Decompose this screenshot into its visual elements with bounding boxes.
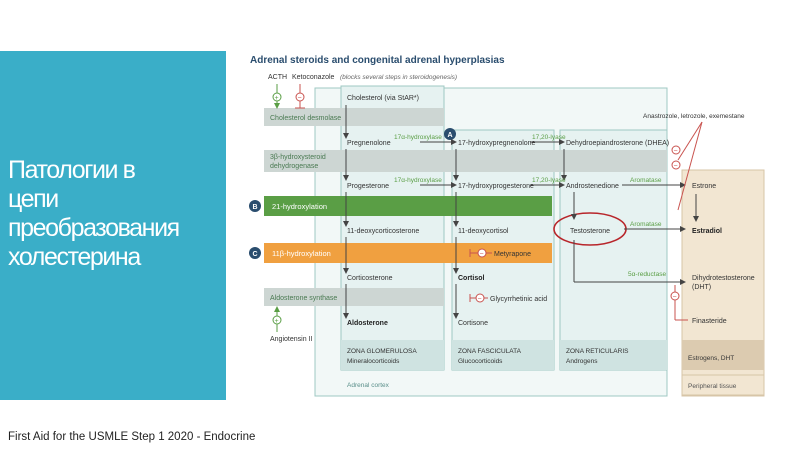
aldosterone-label: Aldosterone <box>347 320 388 327</box>
peripheral-tissue-footer <box>681 374 765 396</box>
angiotensin-plus: + <box>275 318 279 325</box>
deoxycortisol-label: 11-deoxycortisol <box>458 228 509 235</box>
androgens-label: Androgens <box>566 358 598 365</box>
estrogens-dht-label: Estrogens, DHT <box>688 355 734 362</box>
marker-a-icon <box>444 128 456 140</box>
label-3b-hsd-line2: dehydrogenase <box>270 163 318 170</box>
cortisone-label: Cortisone <box>458 320 488 327</box>
marker-b-label: B <box>253 204 258 211</box>
band-3b-hsd <box>264 150 667 172</box>
slide-title-line: цепи <box>8 185 59 213</box>
ketoconazole-minus: − <box>298 95 302 102</box>
slide-title-line: Патологии в <box>8 156 136 184</box>
zone-footer-glomerulosa <box>341 340 444 370</box>
footer-source: First Aid for the USMLE Step 1 2020 - En… <box>8 431 256 443</box>
zona-glomerulosa-label: ZONA GLOMERULOSA <box>347 348 417 355</box>
title-panel <box>0 51 226 400</box>
mineralocorticoids-label: Mineralocorticoids <box>347 358 400 365</box>
finasteride-minus: − <box>673 294 677 301</box>
aromatase-inhibitors-label: Anastrozole, letrozole, exemestane <box>643 113 745 120</box>
progesterone-label: Progesterone <box>347 183 389 190</box>
glycyrrhetinic-minus: − <box>478 296 482 303</box>
label-21-hydroxylation: 21-hydroxylation <box>272 202 327 211</box>
zona-reticularis-label: ZONA RETICULARIS <box>566 348 629 355</box>
adrenal-cortex-label: Adrenal cortex <box>347 382 390 389</box>
band-21-hydroxylation <box>264 196 552 216</box>
dht-label-line1: Dihydrotestosterone <box>692 275 755 282</box>
hydroxyprogesterone-label: 17-hydroxyprogesterone <box>458 183 534 190</box>
zona-glomerulosa-column <box>340 85 445 371</box>
band-11b-hydroxylation <box>264 243 552 263</box>
marker-b-icon <box>249 200 261 212</box>
inhibitor-line-2 <box>677 121 703 211</box>
ketoconazole-note: (blocks several steps in steroidogenesis… <box>340 74 457 81</box>
zone-footer-fasciculata <box>452 340 554 370</box>
enzyme-17a-hydroxylase-1: 17α-hydroxylase <box>394 134 442 141</box>
zone-footer-peripheral <box>682 340 764 370</box>
deoxycorticosterone-label: 11-deoxycorticosterone <box>347 228 419 235</box>
acth-plus: + <box>275 95 279 102</box>
metyrapone-label: Metyrapone <box>494 251 531 258</box>
aromatase-inhibit-icon-1 <box>671 145 681 155</box>
enzyme-lyase-1: 17,20-lyase <box>532 134 566 141</box>
diagram-title: Adrenal steroids and congenital adrenal … <box>250 55 505 66</box>
testosterone-label: Testosterone <box>570 228 610 235</box>
cholesterol-label: Cholesterol (via StAR*) <box>347 95 419 102</box>
label-aldosterone-synthase: Aldosterone synthase <box>270 295 337 302</box>
zone-footer-reticularis <box>560 340 667 370</box>
enzyme-lyase-2: 17,20-lyase <box>532 177 566 184</box>
label-cholesterol-desmolase: Cholesterol desmolase <box>270 115 341 122</box>
slide-title-line: преобразования <box>8 214 180 242</box>
angiotensin-label: Angiotensin II <box>270 336 312 343</box>
marker-a-label: A <box>448 132 453 139</box>
pregnenolone-label: Pregnenolone <box>347 140 391 147</box>
zona-fasciculata-label: ZONA FASCICULATA <box>458 348 522 355</box>
inhibitor-line-1 <box>677 121 703 161</box>
hydroxypregnenolone-label: 17-hydroxypregnenolone <box>458 140 536 147</box>
label-3b-hsd-line1: 3β-hydroxysteroid <box>270 154 326 161</box>
estrone-label: Estrone <box>692 183 716 190</box>
marker-c-label: C <box>253 251 258 258</box>
enzyme-17a-hydroxylase-2: 17α-hydroxylase <box>394 177 442 184</box>
corticosterone-label: Corticosterone <box>347 275 393 282</box>
marker-c-icon <box>249 247 261 259</box>
finasteride-label: Finasteride <box>692 318 727 325</box>
glycyrrhetinic-label: Glycyrrhetinic acid <box>490 296 547 303</box>
enzyme-5a-reductase: 5α-reductase <box>628 271 666 278</box>
enzyme-aromatase-2: Aromatase <box>630 221 662 228</box>
slide-title: Патологии в цепи преобразования холестер… <box>8 156 223 272</box>
aromatase-inhibit-minus-1: − <box>674 148 678 155</box>
dhea-label: Dehydroepiandrosterone (DHEA) <box>566 140 669 147</box>
glucocorticoids-label: Glucocorticoids <box>458 358 503 365</box>
slide-title-line: холестерина <box>8 243 141 271</box>
band-aldosterone-synthase <box>264 288 444 306</box>
aromatase-inhibit-icon-2 <box>671 160 681 170</box>
estradiol-label: Estradiol <box>692 228 722 235</box>
dht-label-line2: (DHT) <box>692 284 711 291</box>
acth-label: ACTH <box>268 74 287 81</box>
steroid-diagram: Adrenal steroids and congenital adrenal … <box>230 0 800 410</box>
finasteride-inhibit-icon <box>670 291 680 301</box>
metyrapone-minus: − <box>480 251 484 258</box>
enzyme-aromatase-1: Aromatase <box>630 177 662 184</box>
androstenedione-label: Androstenedione <box>566 183 619 190</box>
label-11b-hydroxylation: 11β-hydroxylation <box>272 249 331 258</box>
peripheral-tissue-label: Peripheral tissue <box>688 383 737 390</box>
ketoconazole-label: Ketoconazole <box>292 74 335 81</box>
band-cholesterol-desmolase <box>264 108 444 126</box>
cortisol-label: Cortisol <box>458 275 485 282</box>
aromatase-inhibit-minus-2: − <box>674 163 678 170</box>
